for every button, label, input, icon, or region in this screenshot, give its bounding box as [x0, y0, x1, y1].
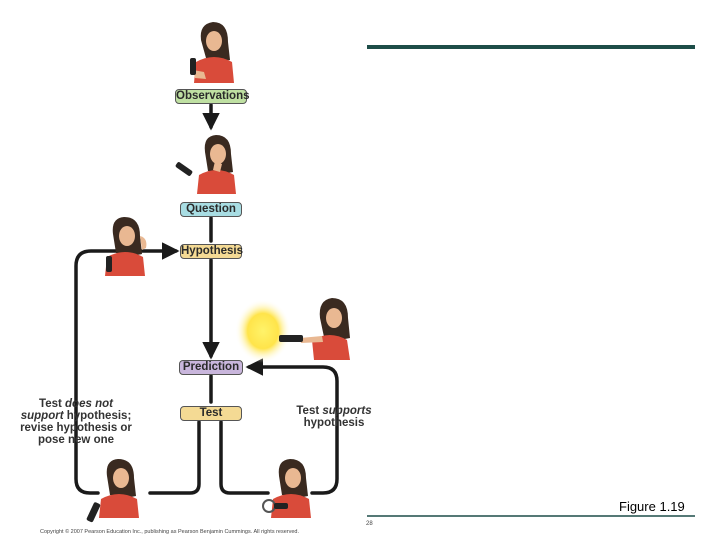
arrow-revise-to-hypothesis [74, 242, 180, 495]
scientist-illustration-hypothesizing [105, 217, 147, 276]
scientist-illustration-test-fail [86, 459, 139, 523]
connector-test-to-right [219, 420, 270, 495]
not-support-line-pose: pose new one [37, 434, 115, 446]
hypothesis-box: Hypothesis [180, 244, 243, 259]
not-support-word-support: support [20, 410, 64, 422]
prediction-box: Prediction [179, 360, 243, 375]
test-box: Test [180, 406, 242, 421]
test-not-supported-label: Test does not support hypothesis; revise… [20, 398, 132, 446]
scientist-illustration-questioning [175, 135, 236, 194]
scientist-illustration-test-pass [262, 459, 311, 518]
support-word-test: Test [296, 405, 320, 417]
support-word-hypothesis: hypothesis [303, 417, 365, 429]
arrow-support-to-prediction [245, 358, 339, 495]
scientist-illustration-predicting [235, 298, 350, 363]
copyright-notice: Copyright © 2007 Pearson Education Inc.,… [40, 529, 300, 535]
support-emphasis: supports [322, 405, 372, 417]
not-support-word-test: Test [39, 398, 62, 410]
slide-number: 28 [366, 521, 373, 527]
not-support-emphasis: does not [65, 398, 113, 410]
scientist-illustration-observing [190, 22, 234, 83]
question-box: Question [180, 202, 242, 217]
not-support-word-hypothesis: hypothesis; [66, 410, 132, 422]
not-support-line-revise: revise hypothesis or [20, 422, 132, 434]
connector-test-to-left [148, 420, 201, 495]
figure-caption: Figure 1.19 [619, 499, 685, 514]
observations-box: Observations [175, 89, 250, 104]
test-supports-label: Test supports hypothesis [296, 405, 372, 429]
